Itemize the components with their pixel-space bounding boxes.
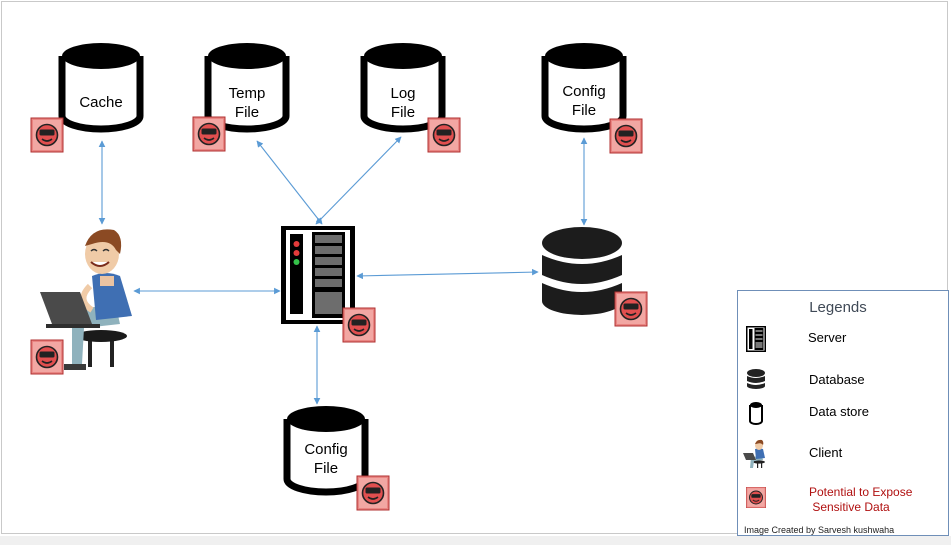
- legend-label-database: Database: [809, 372, 865, 387]
- legend-label-sensitive-line-1: Potential to Expose: [809, 485, 913, 499]
- server-node: [281, 226, 355, 324]
- config-file-bottom-label-line-1: Config: [304, 441, 348, 458]
- cache-label: Cache: [62, 93, 140, 112]
- config-file-top-label-line-2: File: [571, 102, 597, 119]
- footer-strip: [0, 536, 951, 545]
- database-node: [542, 227, 622, 315]
- log-file-label-line-2: File: [390, 104, 416, 121]
- legend-label-sensitive-data: Potential to Expose Sensitive Data: [809, 485, 912, 515]
- log-file-label-line-1: Log: [390, 85, 416, 102]
- arrow-logfile-server: [315, 136, 402, 225]
- config-file-top-label: Config File: [545, 82, 623, 120]
- config-file-bottom-label-line-2: File: [313, 460, 339, 477]
- legend-label-server: Server: [808, 330, 847, 345]
- sensitive-data-icon: [746, 487, 766, 508]
- temp-file-label-line-2: File: [234, 104, 260, 121]
- arrow-tempfile-server: [256, 140, 323, 225]
- diagram-frame: [1, 1, 948, 534]
- legend-credit: Image Created by Sarvesh kushwaha: [744, 525, 895, 535]
- client-node: [40, 229, 132, 370]
- connection-arrows: [98, 136, 588, 405]
- legend-panel: Legends Server Database Data store Clien…: [737, 290, 949, 536]
- database-icon: [747, 369, 765, 389]
- data-store-icon: [749, 402, 763, 425]
- legend-label-data-store: Data store: [809, 404, 869, 419]
- arrow-server-database: [356, 268, 539, 280]
- cache-label-line: Cache: [79, 94, 123, 111]
- legend-label-client: Client: [809, 445, 843, 460]
- temp-file-label-line-1: Temp: [228, 85, 266, 102]
- server-icon: [746, 326, 766, 352]
- config-file-bottom-label: Config File: [287, 440, 365, 478]
- temp-file-label: Temp File: [208, 84, 286, 122]
- legend-label-sensitive-line-2: Sensitive Data: [809, 500, 890, 514]
- client-icon: [743, 439, 765, 468]
- log-file-label: Log File: [364, 84, 442, 122]
- config-file-top-label-line-1: Config: [562, 83, 606, 100]
- legend-title: Legends: [809, 299, 867, 316]
